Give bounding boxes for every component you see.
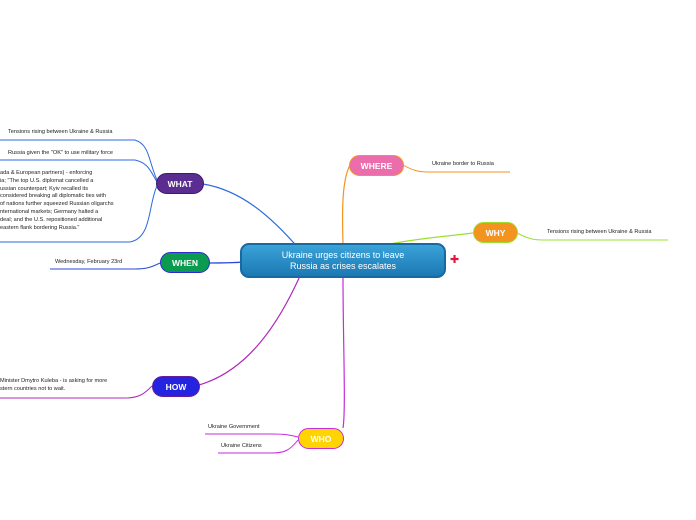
who-leaf-2-text: Ukraine Citizens [221,443,262,449]
what-leaf-3-line-3: ussian counterpart; Kyiv recalled its [0,185,88,192]
why-leaf-1[interactable]: Tensions rising between Ukraine & Russia [547,229,651,237]
node-how-label: HOW [165,381,187,392]
when-leaf-1[interactable]: Wednesday, February 23rd [55,259,122,267]
connector-where-leaf-1 [402,164,510,173]
node-why[interactable]: WHY [473,222,518,243]
what-leaf-3-line-5: of nations further squeezed Russian olig… [0,201,114,208]
when-leaf-1-text: Wednesday, February 23rd [55,259,123,265]
connector-where [341,164,351,245]
how-leaf-1-line-2: stern countries not to wait. [0,385,66,392]
connector-who [342,276,345,429]
node-what-label: WHAT [167,178,193,189]
what-leaf-3-line-2: ia; "The top U.S. diplomat cancelled a [0,177,94,184]
node-what[interactable]: WHAT [156,173,204,194]
where-leaf-1[interactable]: Ukraine border to Russia [432,161,494,169]
what-leaf-3-line-6: nternational markets; Germany halted a [0,208,99,215]
connector-what-leaf-3 [0,185,158,243]
who-leaf-1[interactable]: Ukraine Government [208,424,260,432]
what-leaf-3[interactable]: ada & European partners) - enforcing ia;… [0,170,114,232]
node-when[interactable]: WHEN [160,252,210,273]
node-how[interactable]: HOW [152,376,200,397]
node-where-label: WHERE [360,160,393,171]
connector-when-leaf-1 [50,262,161,270]
node-where[interactable]: WHERE [349,155,404,176]
connector-why-leaf-1 [516,232,668,241]
node-why-label: WHY [485,227,506,238]
connector-how-leaf-1 [0,385,153,399]
plus-icon[interactable]: ✚ [450,254,460,266]
connector-how [198,275,301,386]
what-leaf-3-line-7: deal; and the U.S. repositioned addition… [0,216,103,223]
why-leaf-1-text: Tensions rising between Ukraine & Russia [547,229,652,235]
how-leaf-1[interactable]: Minister Dmytro Kuleba - is asking for m… [0,378,107,394]
connector-why [389,232,474,245]
what-leaf-2-text: Russia given the "OK" to use military fo… [8,150,114,156]
connector-who-leaf-1 [205,433,299,438]
connector-what [202,183,301,251]
node-who[interactable]: WHO [298,428,344,449]
what-leaf-3-line-4: considered breaking all diplomatic ties … [0,193,107,200]
connector-what-leaf-1 [0,139,158,181]
what-leaf-3-line-8: eastern flank bordering Russia." [0,224,80,231]
what-leaf-2[interactable]: Russia given the "OK" to use military fo… [8,150,113,158]
where-leaf-1-text: Ukraine border to Russia [432,161,494,167]
node-who-label: WHO [310,433,332,444]
how-leaf-1-line-1: Minister Dmytro Kuleba - is asking for m… [0,378,108,384]
central-topic[interactable]: Ukraine urges citizens to leave Russia a… [240,243,446,278]
central-topic-line-2: Russia as crises escalates [289,260,397,271]
what-leaf-3-line-1: ada & European partners) - enforcing [0,170,93,176]
node-when-label: WHEN [172,257,198,268]
connector-who-leaf-2 [218,439,299,454]
who-leaf-1-text: Ukraine Government [208,424,260,430]
what-leaf-1[interactable]: Tensions rising between Ukraine & Russia [8,129,112,137]
who-leaf-2[interactable]: Ukraine Citizens [221,443,262,451]
connector-what-leaf-2 [0,159,158,183]
what-leaf-1-text: Tensions rising between Ukraine & Russia [8,129,113,135]
central-topic-line-1: Ukraine urges citizens to leave [281,249,405,260]
